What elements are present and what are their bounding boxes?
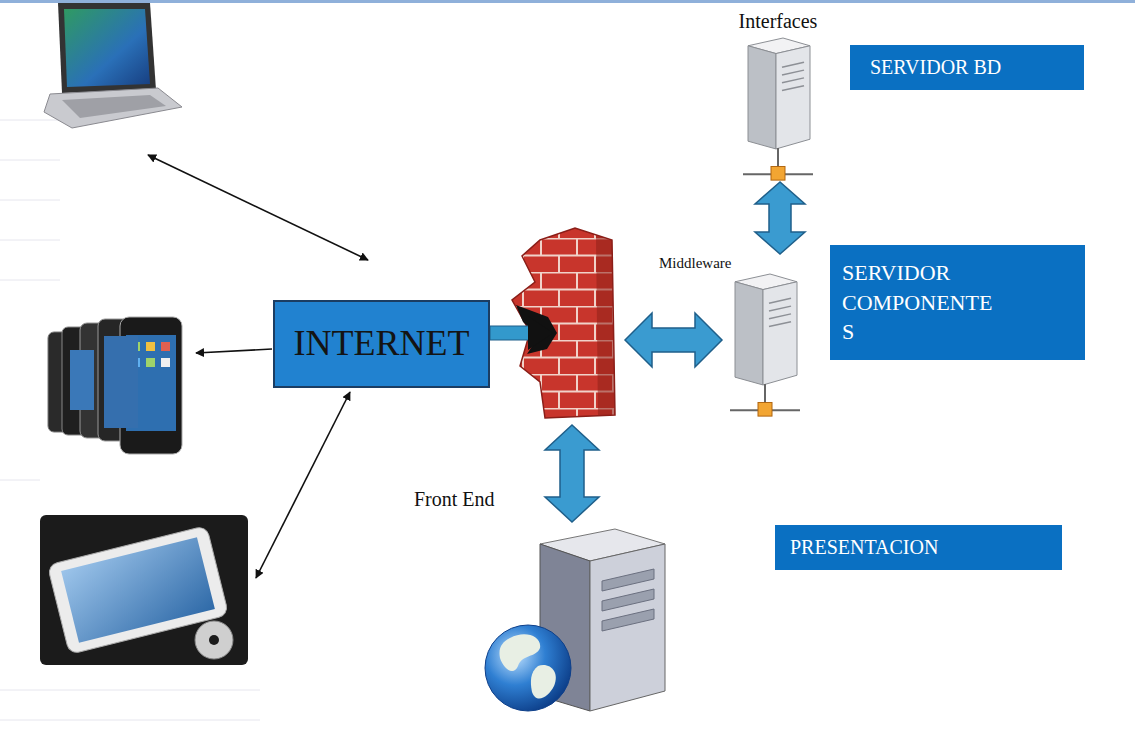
server-icon (725, 274, 805, 420)
node-text: SERVIDOR COMPONENTE S (842, 258, 1002, 347)
label-box: SERVIDOR COMPONENTE S (830, 245, 1085, 360)
network-box: INTERNET (273, 300, 490, 388)
firewall-icon (512, 228, 615, 418)
web-server-icon (480, 526, 675, 721)
page-rules (0, 120, 260, 720)
block-arrow (625, 313, 722, 367)
tablet-icon (40, 515, 248, 665)
phones-icon (48, 317, 182, 454)
block-arrow-connector (755, 182, 805, 254)
laptop-icon (44, 3, 182, 128)
node-text: PRESENTACION (790, 534, 1047, 561)
node-text: SERVIDOR BD (870, 54, 1064, 81)
block-arrow (545, 425, 599, 522)
node-text: INTERNET (294, 324, 470, 364)
label-box: PRESENTACION (775, 525, 1062, 570)
node-text: Interfaces (739, 8, 818, 34)
server-icon (738, 38, 818, 184)
server-node: Interfaces (718, 8, 838, 182)
node-text: Front End (414, 486, 495, 512)
label-box: SERVIDOR BD (850, 45, 1084, 90)
server-node: Middleware (655, 254, 815, 420)
internet-arrow (490, 316, 553, 350)
top-strip (0, 0, 1135, 3)
server-node: Front End (410, 486, 672, 718)
node-text: Middleware (659, 254, 731, 274)
